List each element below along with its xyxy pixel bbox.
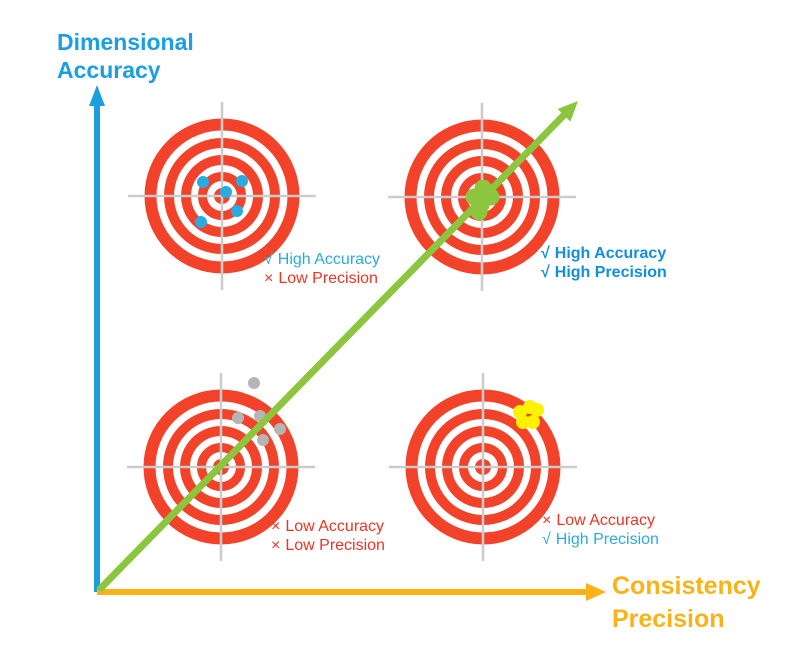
label-line: √High Accuracy — [541, 244, 667, 263]
trend-arrow-arrowhead-icon — [557, 101, 578, 122]
quadrant-label-top-right: √High Accuracy √High Precision — [541, 244, 667, 282]
check-mark: √ — [542, 531, 551, 548]
quadrant-label-bottom-left: ×Low Accuracy ×Low Precision — [271, 517, 385, 555]
shot-group-bottom-left — [232, 377, 286, 446]
target-top-left — [128, 102, 316, 290]
label-text: Low Precision — [285, 537, 385, 554]
label-text: High Accuracy — [554, 245, 667, 262]
shot-dot — [232, 412, 244, 424]
label-text: Low Precision — [278, 270, 378, 287]
x-axis-title: Consistency Precision — [612, 570, 761, 636]
target-bottom-right — [389, 373, 577, 561]
cross-mark: × — [271, 537, 281, 554]
y-axis-title-line2: Accuracy — [57, 57, 161, 83]
trend-arrow-line — [96, 111, 568, 593]
y-axis-arrowhead-icon — [89, 85, 105, 106]
quadrant-label-top-left: √High Accuracy ×Low Precision — [264, 250, 380, 288]
y-axis-title: Dimensional Accuracy — [57, 28, 194, 84]
label-line: ×Low Accuracy — [542, 511, 659, 530]
label-line: √High Accuracy — [264, 250, 380, 269]
shot-group-bottom-right — [513, 400, 544, 429]
check-mark: √ — [264, 251, 273, 268]
x-axis-arrowhead-icon — [586, 583, 606, 601]
shot-dot — [526, 415, 540, 429]
label-line: √High Precision — [541, 263, 667, 282]
shot-dot — [195, 216, 207, 228]
shot-dot — [197, 176, 209, 188]
label-text: Low Accuracy — [285, 518, 385, 535]
x-axis-title-line2: Precision — [612, 605, 725, 633]
x-axis-title-line1: Consistency — [612, 572, 761, 600]
cross-mark: × — [542, 512, 552, 529]
shot-dot — [231, 205, 243, 217]
shot-dot — [236, 175, 248, 187]
shot-dot — [248, 377, 260, 389]
shot-dot — [516, 415, 530, 429]
shot-dot — [530, 403, 544, 417]
label-text: High Accuracy — [277, 251, 381, 268]
check-mark: √ — [541, 245, 550, 262]
shot-dot — [274, 423, 286, 435]
label-line: √High Precision — [542, 530, 659, 549]
shot-dot — [257, 434, 269, 446]
cross-mark: × — [271, 518, 281, 535]
cross-mark: × — [264, 270, 274, 287]
check-mark: √ — [541, 264, 550, 281]
shot-group-top-left — [195, 175, 248, 228]
label-text: High Precision — [554, 264, 667, 281]
label-line: ×Low Accuracy — [271, 517, 385, 536]
label-line: ×Low Precision — [271, 536, 385, 555]
label-line: ×Low Precision — [264, 269, 380, 288]
quadrant-label-bottom-right: ×Low Accuracy √High Precision — [542, 511, 659, 549]
shot-dot — [220, 186, 232, 198]
label-text: High Precision — [555, 531, 659, 548]
y-axis-title-line1: Dimensional — [57, 29, 194, 55]
label-text: Low Accuracy — [556, 512, 656, 529]
